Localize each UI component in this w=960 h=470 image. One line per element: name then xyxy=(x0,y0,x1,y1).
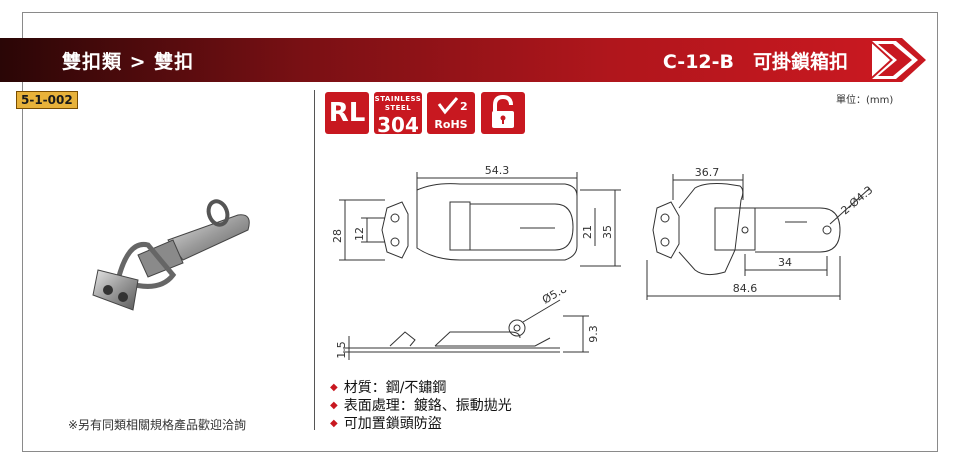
dim-84-6: 84.6 xyxy=(733,282,758,295)
feature-material: 材質：鋼/不鏽鋼 xyxy=(330,380,512,398)
feature-finish: 表面處理：鍍鉻、振動拋光 xyxy=(330,398,512,416)
drawing-side-view: Ø5.8 1.5 9.3 xyxy=(335,290,600,360)
dim-34: 34 xyxy=(778,256,792,269)
section-divider xyxy=(314,90,315,430)
header-banner xyxy=(0,38,930,82)
dim-1-5: 1.5 xyxy=(335,341,348,359)
page-frame xyxy=(22,12,938,452)
dim-35: 35 xyxy=(601,225,614,239)
drawing-open-view: 36.7 34 84.6 2-Ø4.3 xyxy=(646,166,875,300)
product-code-badge: 5-1-002 xyxy=(16,91,78,109)
dim-21: 21 xyxy=(581,225,594,239)
padlock-icon xyxy=(481,92,525,134)
dim-54-3: 54.3 xyxy=(485,164,510,177)
svg-text:2: 2 xyxy=(460,100,468,113)
dim-36-7: 36.7 xyxy=(695,166,720,179)
feature-padlock: 可加置鎖頭防盜 xyxy=(330,416,512,434)
breadcrumb: 雙扣類 > 雙扣 xyxy=(62,51,195,73)
rl-icon: RL xyxy=(325,92,369,134)
unit-label: 單位：(mm) xyxy=(836,95,894,106)
dim-phi-5-8: Ø5.8 xyxy=(540,290,569,307)
stainless-steel-icon: STAINLESS STEEL 304 xyxy=(374,92,422,137)
inquiry-note: ※另有同類相關規格產品歡迎洽詢 xyxy=(68,418,247,432)
dim-2-phi-4-3: 2-Ø4.3 xyxy=(839,183,875,217)
svg-text:RoHS: RoHS xyxy=(434,118,467,131)
product-title: C-12-B 可掛鎖箱扣 xyxy=(662,51,848,73)
drawing-top-view: 54.3 28 12 21 35 xyxy=(331,164,621,267)
dim-28: 28 xyxy=(331,229,344,243)
feature-list: 材質：鋼/不鏽鋼 表面處理：鍍鉻、振動拋光 可加置鎖頭防盜 xyxy=(330,380,512,434)
dim-12: 12 xyxy=(353,227,366,241)
dim-9-3: 9.3 xyxy=(587,325,600,343)
product-photo xyxy=(92,199,250,311)
banner-background xyxy=(0,38,926,82)
rohs-icon: 2 RoHS xyxy=(427,92,475,134)
